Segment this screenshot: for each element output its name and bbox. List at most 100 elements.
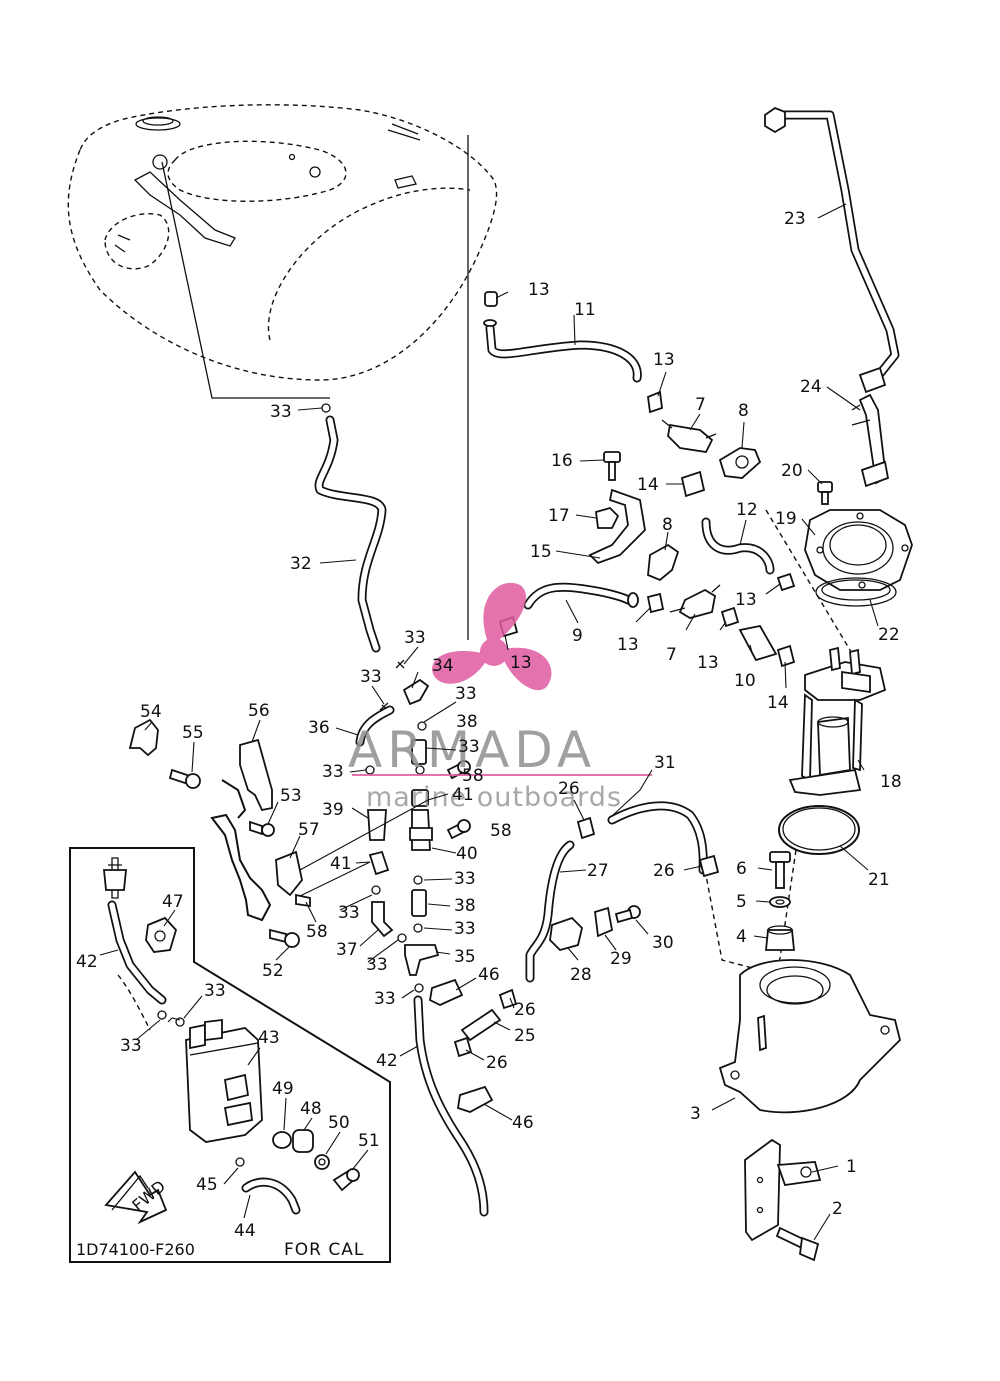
callout-39: 39 bbox=[322, 800, 344, 820]
callout-26-c: 26 bbox=[514, 1000, 536, 1020]
callout-23: 23 bbox=[784, 209, 806, 229]
joint-7-upper bbox=[661, 419, 717, 453]
clips-26 bbox=[453, 816, 720, 1058]
callout-33-e: 33 bbox=[458, 737, 480, 757]
callout-46-lower: 46 bbox=[512, 1113, 534, 1133]
clip-29 bbox=[594, 906, 614, 938]
callout-32: 32 bbox=[290, 554, 312, 574]
washer-5 bbox=[769, 896, 791, 908]
callout-3: 3 bbox=[690, 1104, 701, 1124]
callout-43: 43 bbox=[258, 1028, 280, 1048]
vent-hose-32 bbox=[314, 415, 387, 653]
callout-47: 47 bbox=[162, 892, 184, 912]
callout-19: 19 bbox=[775, 509, 797, 529]
pipe-27 bbox=[525, 840, 575, 983]
callout-30: 30 bbox=[652, 933, 674, 953]
callout-14-lower: 14 bbox=[767, 693, 789, 713]
callout-13-f: 13 bbox=[735, 590, 757, 610]
callout-14-upper: 14 bbox=[637, 475, 659, 495]
center-hose-stack bbox=[355, 659, 440, 993]
leader-lines bbox=[99, 203, 879, 1241]
callout-11: 11 bbox=[574, 300, 596, 320]
clamps-13 bbox=[498, 390, 796, 668]
callout-54: 54 bbox=[140, 702, 162, 722]
callout-33-f: 33 bbox=[322, 762, 344, 782]
diagram-code: 1D74100-F260 bbox=[76, 1240, 195, 1259]
callout-7-upper: 7 bbox=[695, 395, 706, 415]
bracket-1 bbox=[744, 1138, 822, 1242]
tank-bracket-3 bbox=[718, 959, 901, 1114]
callout-44: 44 bbox=[234, 1221, 256, 1241]
callout-15: 15 bbox=[530, 542, 552, 562]
propeller-logo bbox=[432, 582, 552, 691]
fuel-hose-31 bbox=[607, 801, 708, 875]
callout-13-c: 13 bbox=[510, 653, 532, 673]
for-cal-inset: FWD FOR CAL bbox=[69, 847, 391, 1263]
fuel-hose-11 bbox=[483, 291, 642, 383]
bracket-frame bbox=[210, 779, 272, 922]
callout-21: 21 bbox=[868, 870, 890, 890]
watermark: ARMADA marine outboards bbox=[348, 582, 652, 813]
hose-25 bbox=[460, 1008, 502, 1042]
holder-46 bbox=[429, 978, 494, 1113]
callout-58-b: 58 bbox=[490, 821, 512, 841]
callout-13-a: 13 bbox=[528, 280, 550, 300]
callout-4: 4 bbox=[736, 927, 747, 947]
nut-17 bbox=[595, 506, 620, 529]
callout-7-lower: 7 bbox=[666, 645, 677, 665]
callout-33-g: 33 bbox=[454, 869, 476, 889]
callout-13-d: 13 bbox=[617, 635, 639, 655]
bolt-2 bbox=[775, 1226, 820, 1262]
bracket-54 bbox=[128, 718, 159, 757]
callout-33-l: 33 bbox=[204, 981, 226, 1001]
callout-10: 10 bbox=[734, 671, 756, 691]
bolt-53 bbox=[249, 820, 275, 837]
clip-33-top bbox=[321, 403, 331, 413]
callout-24: 24 bbox=[800, 377, 822, 397]
callout-16: 16 bbox=[551, 451, 573, 471]
callout-8-lower: 8 bbox=[662, 515, 673, 535]
fuel-pump-18 bbox=[788, 646, 887, 796]
callout-42-center: 42 bbox=[376, 1051, 398, 1071]
fuel-tank-outline bbox=[67, 104, 498, 381]
callout-34: 34 bbox=[432, 656, 454, 676]
bolt-55 bbox=[168, 768, 201, 789]
o-ring-21 bbox=[778, 805, 860, 855]
holder-28 bbox=[549, 916, 583, 952]
callout-5: 5 bbox=[736, 892, 747, 912]
fuel-hose-23 bbox=[764, 106, 900, 394]
callout-22: 22 bbox=[878, 625, 900, 645]
callout-28: 28 bbox=[570, 965, 592, 985]
callout-18: 18 bbox=[880, 772, 902, 792]
callout-36: 36 bbox=[308, 718, 330, 738]
bracket-15 bbox=[588, 488, 646, 565]
fuel-hose-12 bbox=[701, 517, 775, 575]
alignment-lines bbox=[161, 135, 857, 986]
callout-33-h: 33 bbox=[338, 903, 360, 923]
callout-38-upper: 38 bbox=[456, 712, 478, 732]
callout-56: 56 bbox=[248, 701, 270, 721]
callout-33-d: 33 bbox=[455, 684, 477, 704]
bracket-56 bbox=[239, 738, 273, 812]
gasket-22 bbox=[815, 577, 897, 607]
callout-45: 45 bbox=[196, 1175, 218, 1195]
callout-58-a: 58 bbox=[462, 766, 484, 786]
callout-27: 27 bbox=[587, 861, 609, 881]
callout-53: 53 bbox=[280, 786, 302, 806]
callout-33-m: 33 bbox=[120, 1036, 142, 1056]
callout-33-i: 33 bbox=[454, 919, 476, 939]
callout-31: 31 bbox=[654, 753, 676, 773]
brand-tagline: marine outboards bbox=[366, 782, 622, 813]
callout-41-upper: 41 bbox=[452, 785, 474, 805]
callout-38-lower: 38 bbox=[454, 896, 476, 916]
callout-17: 17 bbox=[548, 506, 570, 526]
holder-8-lower bbox=[647, 543, 680, 582]
fuel-hose-10 bbox=[738, 624, 778, 662]
callout-6: 6 bbox=[736, 859, 747, 879]
bolt-6 bbox=[769, 851, 791, 889]
bolt-52 bbox=[269, 928, 300, 948]
callout-2: 2 bbox=[832, 1199, 843, 1219]
screw-30 bbox=[614, 905, 641, 924]
for-cal-label: FOR CAL bbox=[284, 1240, 364, 1260]
callout-labels: 1 2 3 4 5 6 7 7 8 8 9 10 11 12 13 13 13 … bbox=[76, 209, 902, 1241]
